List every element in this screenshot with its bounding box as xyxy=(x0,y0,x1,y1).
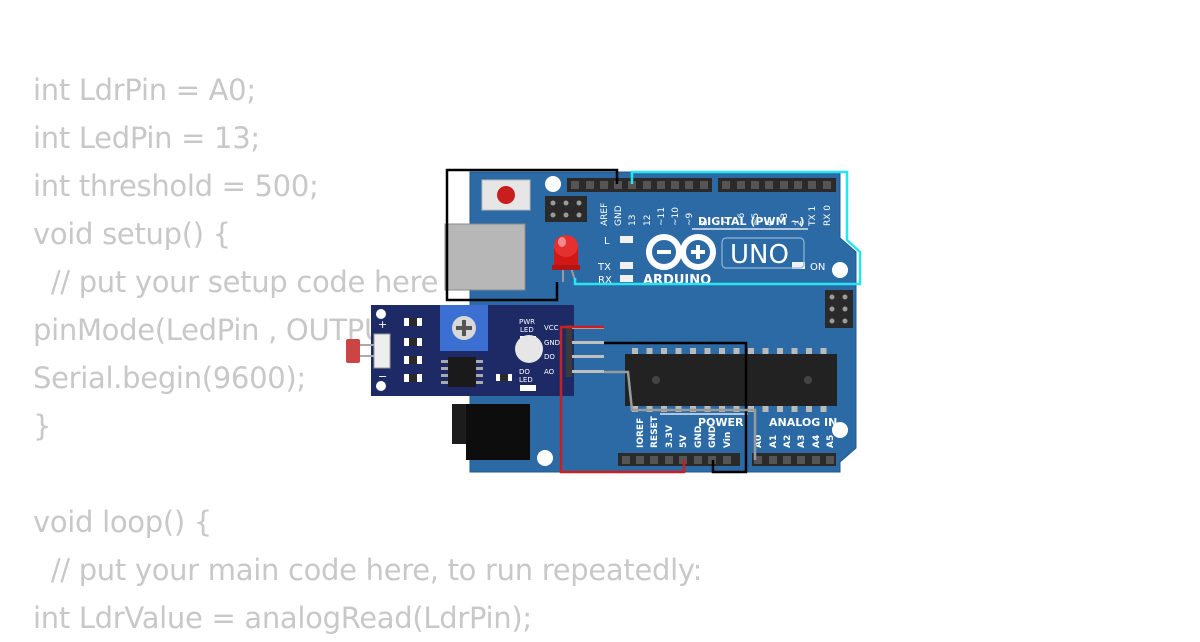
mount-hole xyxy=(537,450,553,466)
digital-pin-label: TX 1 xyxy=(808,206,818,227)
sensor-pin-label: VCC xyxy=(544,324,559,332)
code-line: int threshold = 500; xyxy=(33,169,319,203)
do-led-label: DO xyxy=(519,368,530,376)
code-line: int LdrPin = A0; xyxy=(33,73,256,107)
wire-black-gnd-led xyxy=(445,168,619,302)
wire-cyan xyxy=(573,170,862,286)
code-line: int LedPin = 13; xyxy=(33,121,260,155)
analog-pin-labels: A0 A1 A2 A3 A4 A5 xyxy=(754,435,836,448)
digital-pin-label: RX 0 xyxy=(823,205,833,226)
code-line: } xyxy=(33,409,52,443)
wire-gray-ao xyxy=(604,370,757,460)
code-line: // put your setup code here xyxy=(33,265,439,299)
smd-resistors xyxy=(404,318,512,382)
pwr-led-label-2: LED xyxy=(520,326,534,334)
arduino-brand: ARDUINO xyxy=(643,273,711,288)
analog-pin-label: A0 xyxy=(754,435,764,448)
digital-pin-label: AREF xyxy=(600,203,610,226)
digital-pin-label: ~5 xyxy=(751,213,761,226)
power-pin-labels: IOREF RESET 3.3V 5V GND GND Vin xyxy=(636,415,733,448)
code-line: // put your main code here, to run repea… xyxy=(33,553,703,587)
power-header-label: POWER xyxy=(698,416,744,429)
analog-pin-label: A3 xyxy=(797,435,807,448)
uno-badge xyxy=(721,237,805,269)
atmega-chip xyxy=(625,348,837,412)
dc-barrel-jack xyxy=(452,404,530,460)
code-background: int LdrPin = A0; int LedPin = 13; int thre… xyxy=(33,66,933,642)
photoresistor xyxy=(346,333,391,369)
icsp-header-right xyxy=(825,290,853,328)
usb-connector xyxy=(444,223,526,291)
analog-pin-label: A1 xyxy=(769,435,779,448)
pwr-led-label: PWR xyxy=(519,318,535,326)
wire-red-vcc xyxy=(559,325,686,474)
digital-pin-labels: AREF GND 13 12 ~11 ~10 ~9 8 7 ~6 ~5 4 ~3 2 TX 1 RX 0 xyxy=(600,203,833,227)
digital-header xyxy=(567,178,836,192)
power-pin-label: RESET xyxy=(650,415,660,448)
sensor-pin-label: AO xyxy=(544,368,555,376)
comparator-ic xyxy=(441,357,483,387)
code-line: Serial.begin(9600); xyxy=(33,361,306,395)
code-line: void loop() { xyxy=(33,505,212,539)
analog-pin-label: A2 xyxy=(783,435,793,448)
digital-pin-label: ~3 xyxy=(780,213,790,226)
led-rx-label: RX xyxy=(598,275,612,286)
led-on-label: ON xyxy=(810,262,825,273)
mount-hole xyxy=(832,422,848,438)
arduino-infinity-logo xyxy=(646,234,716,270)
digital-pin-label: 2 xyxy=(794,220,804,226)
mount-hole xyxy=(832,262,848,278)
analog-header-label: ANALOG IN xyxy=(769,416,837,429)
digital-pin-label: GND xyxy=(614,205,624,226)
potentiometer xyxy=(440,305,488,351)
uno-model: UNO xyxy=(730,240,789,270)
mount-hole xyxy=(545,176,561,192)
power-pin-label: 5V xyxy=(679,435,689,448)
led-l-label: L xyxy=(604,236,610,247)
digital-pin-label: ~6 xyxy=(737,212,747,226)
power-pin-label: GND xyxy=(708,426,718,448)
do-led-label-2: LED xyxy=(519,376,533,384)
code-line: void setup() { xyxy=(33,217,231,251)
power-pin-label: 3.3V xyxy=(665,425,675,448)
sensor-pin-label: GND xyxy=(544,339,560,347)
power-analog-header xyxy=(618,453,836,466)
analog-pin-label: A5 xyxy=(826,435,836,448)
power-pin-label: GND xyxy=(694,426,704,448)
sensor-capacitor xyxy=(515,335,543,363)
digital-pin-label: 13 xyxy=(628,215,638,226)
digital-pin-label: 12 xyxy=(643,215,653,226)
sensor-minus: − xyxy=(378,370,387,383)
ldr-sensor-module: + − PWR xyxy=(346,305,604,396)
led-tx-label: TX xyxy=(597,262,611,273)
sensor-plus: + xyxy=(378,318,387,331)
onboard-leds: L TX RX ON xyxy=(597,236,825,286)
sensor-pin-labels: VCC GND DO AO xyxy=(544,324,560,376)
code-line: int LdrValue = analogRead(LdrPin); xyxy=(33,601,532,635)
power-pin-label: IOREF xyxy=(636,418,646,448)
digital-pin-label: ~11 xyxy=(657,207,667,226)
digital-pin-label: 4 xyxy=(765,220,775,226)
digital-pin-label: 8 xyxy=(700,220,710,226)
sensor-pin-label: DO xyxy=(544,353,555,361)
analog-pin-label: A4 xyxy=(812,435,822,448)
wires xyxy=(445,168,862,474)
digital-header-label: DIGITAL (PWM ~) xyxy=(698,215,805,228)
red-led xyxy=(552,235,580,282)
icsp-header-top xyxy=(545,196,587,222)
wire-black-gnd-sensor xyxy=(604,341,748,474)
power-pin-label: Vin xyxy=(723,432,733,448)
reset-button-cap xyxy=(497,186,515,204)
digital-pin-label: ~9 xyxy=(685,212,695,226)
digital-pin-label: 7 xyxy=(722,220,732,226)
digital-pin-label: ~10 xyxy=(671,207,681,226)
